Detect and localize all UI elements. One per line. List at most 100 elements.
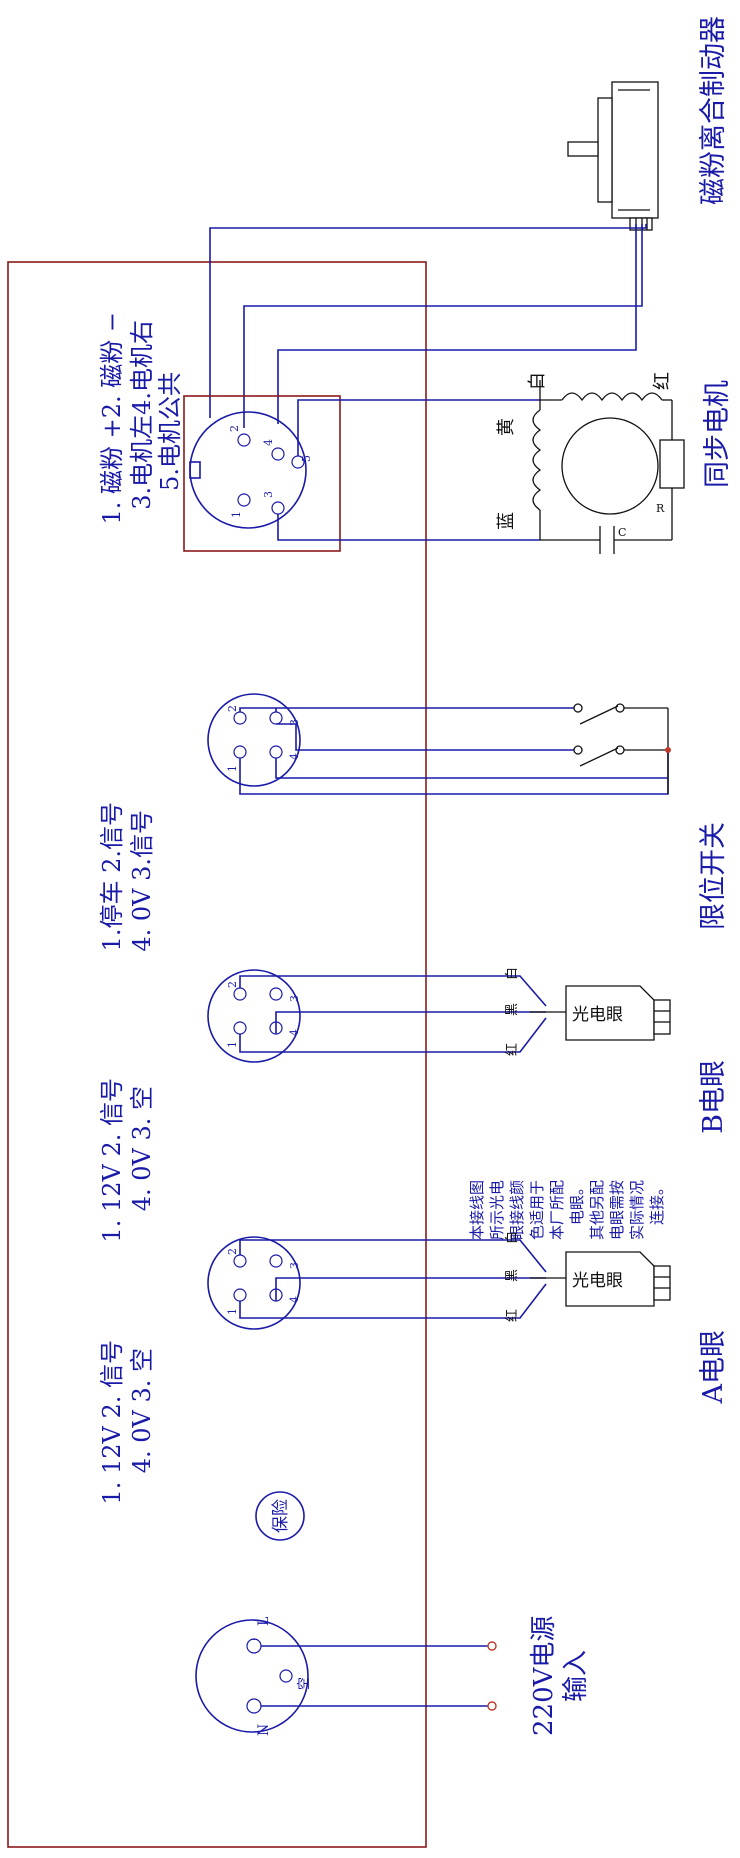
eye-b-wire-black — [275, 1011, 546, 1034]
motor-capacitor-label: C — [618, 526, 626, 539]
power-terminal-l[interactable] — [487, 1641, 497, 1651]
eye-a-pin-1: 1 — [226, 1308, 239, 1315]
power-title-line1: 220V电源 — [529, 1616, 559, 1736]
brake-body — [611, 81, 659, 219]
power-connector — [195, 1619, 309, 1733]
eye-b-pin-2: 2 — [226, 981, 239, 988]
motor-title: 同步电机 — [702, 380, 733, 488]
power-title-line2: 输入 — [561, 1650, 591, 1702]
motor-resistor — [659, 439, 685, 489]
note-line6: 电眼。 — [568, 1180, 586, 1225]
limit-title: 限位开关 — [698, 822, 729, 930]
motor-wire-left — [277, 514, 540, 541]
motor-connector-panel — [183, 395, 341, 552]
power-terminal-n[interactable] — [487, 1701, 497, 1711]
eye-a-sensor — [530, 1251, 671, 1307]
eye-b-title: B电眼 — [698, 1060, 729, 1134]
limit-pin-2: 2 — [226, 705, 239, 712]
motor-lead-red: 红 — [652, 372, 673, 390]
fuse-holder — [255, 1491, 305, 1541]
eye-a-wire-black — [275, 1277, 546, 1301]
eye-a-wire-black-label: 黑 — [505, 1269, 520, 1282]
eye-b-pin-4: 4 — [288, 1029, 301, 1036]
power-pin-empty: 空 — [297, 1677, 312, 1690]
eye-b-wire-red — [239, 1017, 547, 1053]
eye-a-wire-red-label: 红 — [504, 1309, 520, 1322]
limit-pin-3: 3 — [288, 719, 301, 726]
limit-pins-line2: 4. 0V 3.信号 — [128, 810, 156, 952]
brake-pins-line2: 3.电机左4.电机右 — [128, 320, 156, 510]
control-box-outline — [7, 261, 427, 1848]
sync-motor — [532, 380, 685, 554]
motor-pin-3: 3 — [262, 491, 275, 498]
motor-lead-yellow: 黄 — [496, 418, 517, 436]
note-line2: 所示光电 — [488, 1180, 506, 1240]
eye-b-sensor-label: 光电眼 — [572, 1005, 623, 1025]
note-line10: 连接。 — [648, 1180, 666, 1225]
motor-connector — [189, 411, 307, 529]
limit-wire-common — [275, 758, 668, 779]
eye-a-sensor-label: 光电眼 — [572, 1271, 623, 1291]
power-pin-n: N — [256, 1724, 272, 1736]
motor-lead-blue: 蓝 — [496, 512, 517, 530]
motor-resistor-label: R — [656, 502, 665, 515]
limit-switch — [573, 703, 671, 794]
eye-b-sensor — [530, 985, 671, 1041]
brake-pins-line1: 1. 磁粉 +2. 磁粉 − — [98, 312, 126, 525]
eye-b-pins-line1: 1. 12V 2. 信号 — [98, 1078, 126, 1243]
eye-b-wire-black-label: 黑 — [505, 1003, 520, 1016]
brake-shaft — [567, 141, 599, 157]
brake-wire-2 — [243, 224, 643, 428]
limit-pin-1: 1 — [226, 765, 239, 772]
eye-b-wire-white — [239, 975, 547, 1007]
motor-pin-1: 1 — [230, 511, 243, 518]
motor-wire-common — [297, 399, 540, 456]
note-line5: 本厂所配 — [548, 1180, 566, 1240]
brake-pins-line3: 5.电机公共 — [156, 372, 184, 491]
limit-wire-mid — [275, 708, 578, 751]
eye-b-pin-3: 3 — [288, 995, 301, 1002]
wiring-note: 本接线图 所示光电 眼接线颜 色适用于 本厂所配 电眼。 其他另配 电眼需按 实… — [468, 1180, 666, 1240]
eye-a-pin-2: 2 — [226, 1248, 239, 1255]
eye-b-pin-1: 1 — [226, 1041, 239, 1048]
motor-pin-2: 2 — [228, 425, 241, 432]
eye-b-wire-white-label: 白 — [504, 967, 520, 980]
eye-a-wire-red — [239, 1283, 547, 1319]
eye-a-pins-line1: 1. 12V 2. 信号 — [98, 1340, 126, 1505]
limit-wire-top — [239, 707, 578, 712]
power-wire-l — [253, 1639, 492, 1647]
motor-pin-5: 5 — [300, 455, 313, 462]
note-line3: 眼接线颜 — [508, 1180, 526, 1240]
eye-a-wire-white — [239, 1239, 547, 1273]
brake-wire-1 — [209, 224, 647, 418]
limit-pin-4: 4 — [288, 753, 301, 760]
motor-rotor — [561, 417, 659, 515]
eye-b-pins-line2: 4. 0V 3. 空 — [128, 1086, 156, 1211]
eye-a-wire-white-label: 白 — [504, 1231, 520, 1244]
motor-lead-white: 白 — [527, 372, 548, 390]
limit-junction — [665, 747, 671, 753]
limit-wire-bottom — [239, 750, 669, 795]
note-line1: 本接线图 — [468, 1180, 486, 1240]
eye-b-wire-red-label: 红 — [504, 1043, 520, 1056]
eye-a-pin-3: 3 — [288, 1262, 301, 1269]
motor-coil-left — [532, 409, 542, 511]
eye-a-connector — [207, 1236, 301, 1330]
note-line7: 其他另配 — [588, 1180, 606, 1240]
brake-title: 磁粉离合制动器 — [698, 16, 729, 205]
eye-a-pin-4: 4 — [288, 1296, 301, 1303]
limit-connector — [207, 693, 301, 787]
note-line4: 色适用于 — [528, 1180, 546, 1240]
brake-wire-3 — [277, 224, 637, 424]
limit-pins-line1: 1.停车 2.信号 — [98, 802, 126, 951]
eye-a-title: A电眼 — [698, 1330, 729, 1405]
eye-a-pins-line2: 4. 0V 3. 空 — [128, 1348, 156, 1473]
motor-coil-top — [561, 392, 663, 402]
brake-device — [567, 81, 659, 231]
eye-b-connector — [207, 969, 301, 1063]
power-pin-l: L — [256, 1617, 272, 1626]
note-line8: 电眼需按 — [608, 1180, 626, 1240]
brake-cap — [597, 97, 613, 203]
